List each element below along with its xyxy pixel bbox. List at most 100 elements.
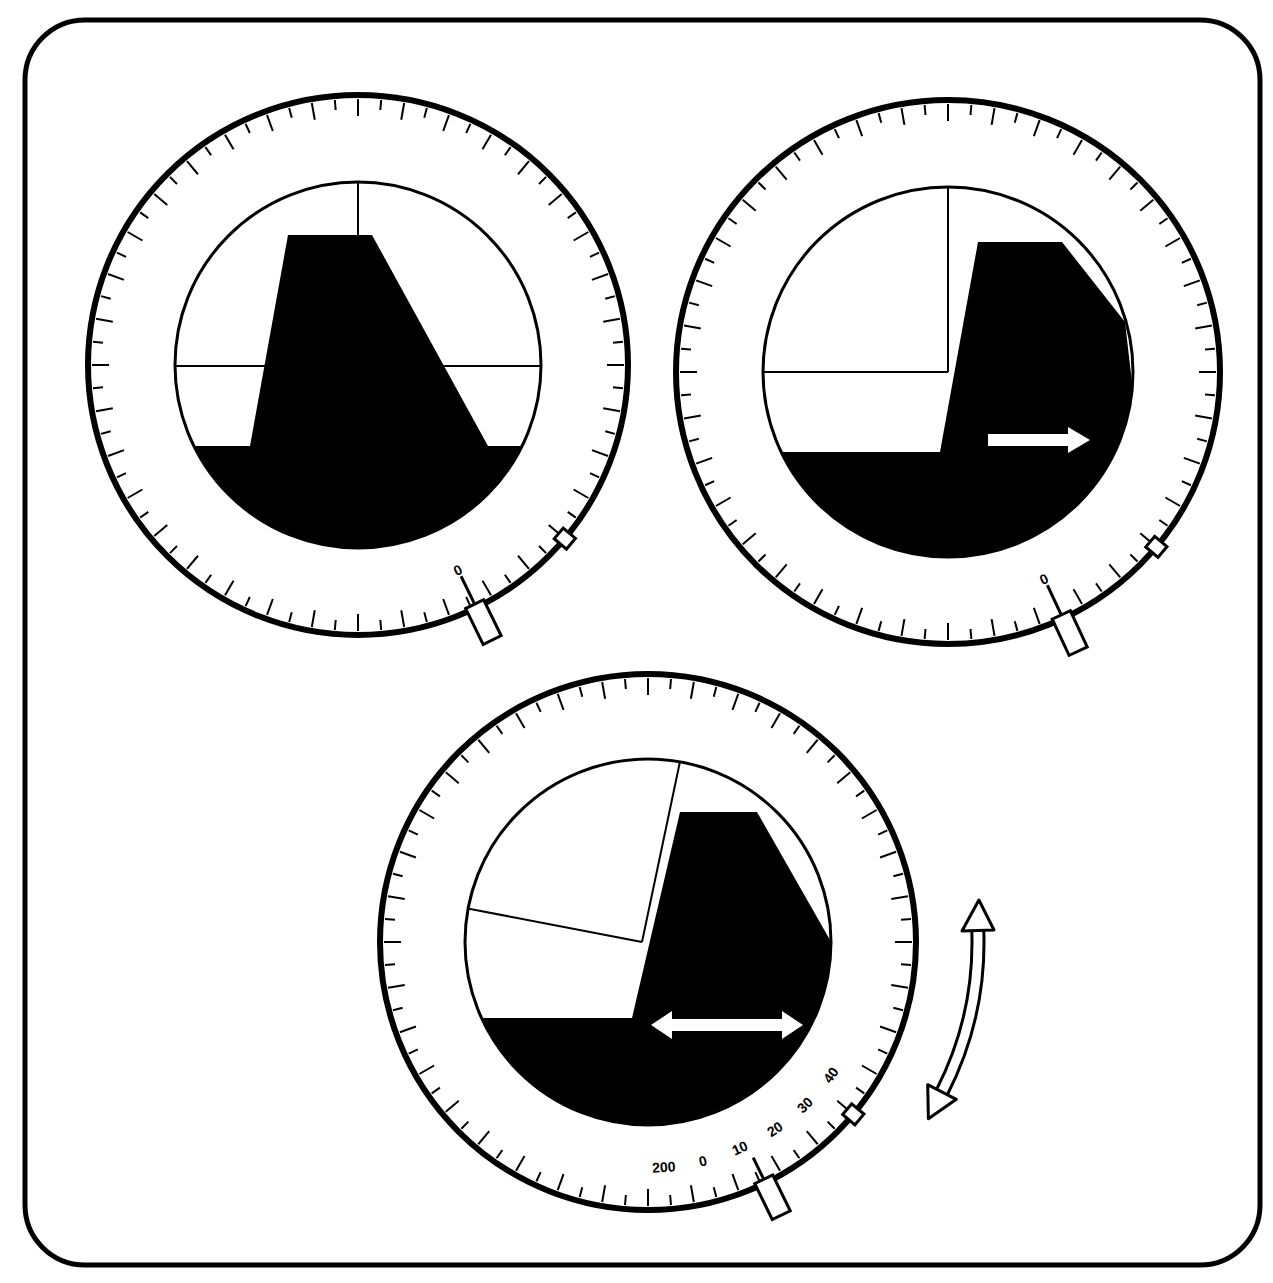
stop-tab: [1146, 536, 1167, 557]
tick-mark: [1199, 371, 1216, 373]
tick-mark: [516, 713, 525, 728]
tick-mark: [794, 583, 800, 591]
tick-mark: [862, 1066, 877, 1075]
tick-mark: [357, 614, 359, 631]
tick-mark: [1034, 608, 1040, 624]
tick-mark: [891, 985, 908, 988]
tick-marks: [92, 99, 624, 631]
tick-mark: [680, 371, 697, 373]
tick-mark: [1034, 120, 1040, 136]
tick-mark: [384, 941, 401, 943]
tick-mark: [1184, 458, 1200, 464]
tick-mark: [205, 147, 211, 155]
tick-mark: [140, 212, 148, 218]
tick-mark: [424, 612, 427, 622]
tick-mark: [814, 589, 823, 604]
tick-mark: [419, 810, 434, 819]
pointer-tab: [1037, 578, 1087, 655]
dial: [676, 100, 1220, 655]
tick-mark: [1159, 520, 1167, 526]
tick-mark: [891, 896, 908, 899]
tick-mark: [1195, 416, 1212, 419]
tick-mark: [728, 520, 736, 526]
tick-mark: [108, 450, 124, 456]
tick-mark: [590, 473, 599, 477]
tick-mark: [856, 791, 864, 797]
tick-mark: [1197, 439, 1207, 442]
tick-mark: [1057, 129, 1061, 138]
tick-mark: [647, 1189, 649, 1206]
tick-mark: [605, 431, 615, 434]
tick-mark: [624, 1195, 627, 1205]
tick-mark: [101, 431, 111, 434]
tick-mark: [705, 481, 714, 485]
tick-mark: [901, 108, 904, 125]
tick-mark: [807, 740, 818, 753]
tick-mark: [1074, 589, 1083, 604]
tick-mark: [969, 105, 972, 115]
sight-window: [170, 180, 550, 556]
tick-mark: [1140, 200, 1153, 211]
tick-mark: [603, 319, 620, 322]
tick-mark: [603, 408, 620, 411]
tick-mark: [1165, 238, 1180, 247]
tick-mark: [669, 679, 672, 689]
tick-mark: [117, 473, 126, 477]
tick-mark: [536, 703, 540, 712]
tick-mark: [443, 115, 449, 131]
tick-mark: [592, 274, 608, 280]
tick-mark: [772, 713, 781, 728]
tick-mark: [466, 124, 470, 133]
tick-mark: [267, 115, 273, 131]
tick-mark: [96, 408, 113, 411]
tick-mark: [772, 1156, 781, 1171]
tick-mark: [992, 619, 995, 636]
tick-mark: [743, 200, 756, 211]
tick-mark: [879, 621, 882, 631]
tick-mark: [483, 135, 492, 150]
tick-marks: [680, 104, 1216, 640]
tick-mark: [924, 105, 927, 115]
tick-mark: [856, 1088, 864, 1094]
tick-mark: [334, 100, 337, 110]
tick-mark: [539, 177, 546, 184]
tick-mark: [466, 597, 470, 606]
tick-mark: [419, 1066, 434, 1075]
tick-mark: [1130, 554, 1137, 561]
tick-mark: [225, 581, 234, 596]
tick-mark: [1130, 182, 1137, 189]
tick-mark: [478, 740, 489, 753]
tick-mark: [93, 386, 103, 389]
tick-mark: [696, 280, 712, 286]
tick-mark: [385, 963, 395, 966]
tick-mark: [732, 1174, 738, 1190]
tick-mark: [539, 546, 546, 553]
tick-mark: [432, 1088, 440, 1094]
tick-mark: [893, 874, 903, 877]
tick-mark: [393, 1008, 403, 1011]
tick-mark: [1159, 218, 1167, 224]
tick-mark: [409, 830, 418, 834]
tick-mark: [689, 439, 699, 442]
tick-mark: [400, 852, 416, 858]
tick-mark: [432, 791, 440, 797]
tick-mark: [794, 152, 800, 160]
tick-mark: [716, 238, 731, 247]
tick-mark: [684, 416, 701, 419]
tick-mark: [187, 161, 198, 174]
tick-mark: [758, 182, 765, 189]
tick-mark: [409, 1049, 418, 1053]
tick-mark: [483, 581, 492, 596]
tick-mark: [592, 450, 608, 456]
tick-mark: [1197, 303, 1207, 306]
tick-mark: [334, 620, 337, 630]
tick-mark: [357, 99, 359, 116]
tick-mark: [461, 1122, 468, 1129]
tick-mark: [681, 393, 691, 396]
tick-mark: [705, 259, 714, 263]
tick-mark: [691, 682, 694, 699]
tick-mark: [901, 963, 911, 966]
tick-mark: [1109, 564, 1120, 577]
tick-mark: [728, 218, 736, 224]
tick-mark: [580, 687, 583, 697]
